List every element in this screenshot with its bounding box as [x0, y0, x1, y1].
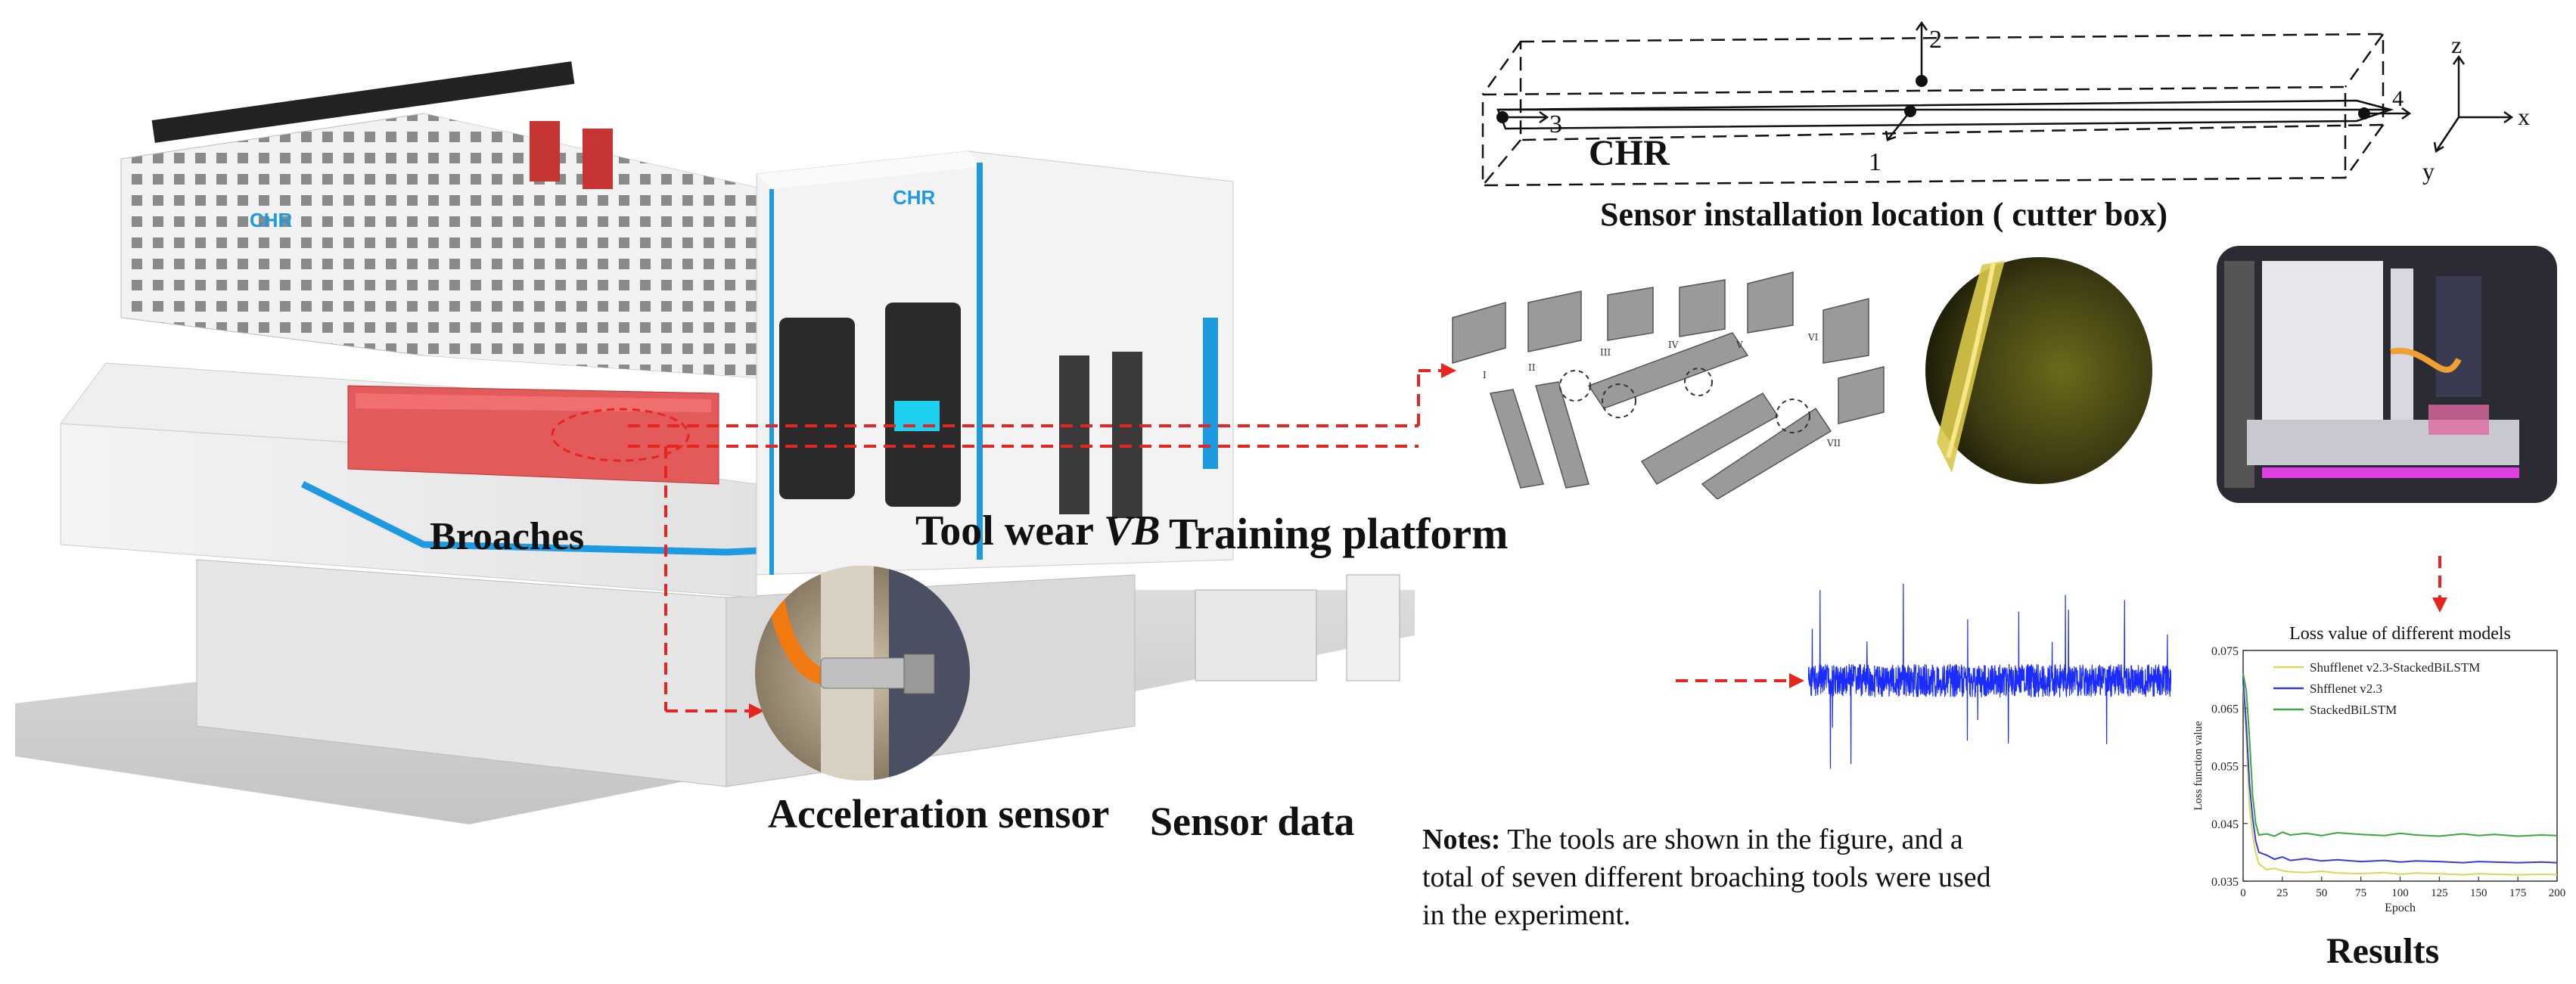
broach-label-6: VI: [1807, 332, 1819, 343]
x-tick-label: 150: [2470, 887, 2487, 899]
cutter-box-brand: CHR: [1589, 133, 1670, 173]
waveform-trace: [1808, 583, 2171, 769]
broach-label-4: IV: [1668, 340, 1679, 350]
axis-y: y: [2422, 157, 2435, 185]
loss-chart: Loss value of different models 0.035 0.045…: [2192, 624, 2566, 914]
training-platform-label: Training platform: [1169, 509, 1509, 558]
point-label-3: 3: [1549, 110, 1562, 138]
y-axis-label: Loss function value: [2192, 721, 2205, 811]
training-platform-photo: [2217, 246, 2557, 503]
broach-label-7: VII: [1826, 438, 1841, 449]
cutter-box-diagram: 2 1 3 4 CHR z x y: [1481, 20, 2530, 187]
legend-entry: StackedBiLSTM: [2310, 703, 2397, 717]
sensor-data-waveform: [1808, 583, 2171, 769]
point-label-2: 2: [1929, 26, 1942, 54]
acceleration-sensor-photo: [755, 566, 970, 781]
plot-frame: [2242, 650, 2558, 882]
notes-heading: Notes:: [1422, 824, 1501, 855]
sensor-location-caption: Sensor installation location ( cutter bo…: [1600, 196, 2168, 233]
broach-label-1: I: [1483, 370, 1487, 380]
x-axis-label: Epoch: [2385, 902, 2416, 914]
notes-text: The tools are shown in the figure, and a…: [1422, 824, 1991, 931]
results-label: Results: [2326, 931, 2440, 971]
point-label-4: 4: [2392, 86, 2404, 111]
y-tick-label: 0.065: [2211, 703, 2239, 715]
y-tick-label: 0.035: [2211, 876, 2239, 889]
tool-wear-symbol: VB: [1103, 508, 1161, 554]
point-label-1: 1: [1869, 148, 1882, 176]
y-tick-label: 0.055: [2211, 761, 2239, 774]
x-tick-label: 0: [2240, 887, 2246, 899]
y-tick-label: 0.045: [2211, 818, 2239, 831]
series-line-3: [2242, 673, 2558, 837]
broach-label-2: II: [1528, 362, 1536, 373]
x-tick-label: 125: [2431, 887, 2448, 899]
legend-entry: Shfflenet v2.3: [2310, 681, 2382, 696]
broaches-illustration: I II III IV V VI VII: [1452, 272, 1885, 499]
broaching-machine-illustration: CHR CHR: [15, 61, 1415, 824]
broach-label-3: III: [1600, 347, 1611, 358]
series-line-2: [2242, 679, 2558, 864]
chart-title: Loss value of different models: [2289, 624, 2511, 644]
acceleration-sensor-label: Acceleration sensor: [768, 791, 1110, 837]
axis-z: z: [2451, 31, 2462, 58]
tool-wear-micrograph: [1925, 257, 2152, 484]
x-tick-label: 75: [2355, 887, 2366, 899]
y-tick-label: 0.075: [2211, 645, 2239, 658]
legend-entry: Shufflenet v2.3-StackedBiLSTM: [2310, 660, 2480, 675]
broach-label-5: V: [1735, 340, 1743, 350]
sensor-data-label: Sensor data: [1150, 799, 1355, 844]
machine-brand-text: CHR: [250, 209, 293, 231]
broaches-label: Broaches: [430, 515, 585, 558]
x-tick-label: 200: [2549, 887, 2566, 899]
axis-x: x: [2518, 103, 2530, 130]
tool-wear-label: Tool wear VB: [915, 507, 1161, 555]
notes-block: Notes: The tools are shown in the figure…: [1422, 821, 2012, 934]
x-tick-label: 100: [2391, 887, 2409, 899]
series-line-1: [2242, 684, 2558, 876]
tool-wear-label-prefix: Tool wear: [915, 508, 1093, 554]
x-tick-label: 25: [2276, 887, 2288, 899]
x-tick-label: 50: [2316, 887, 2327, 899]
x-tick-label: 175: [2509, 887, 2527, 899]
cabinet-brand-text: CHR: [893, 186, 936, 209]
